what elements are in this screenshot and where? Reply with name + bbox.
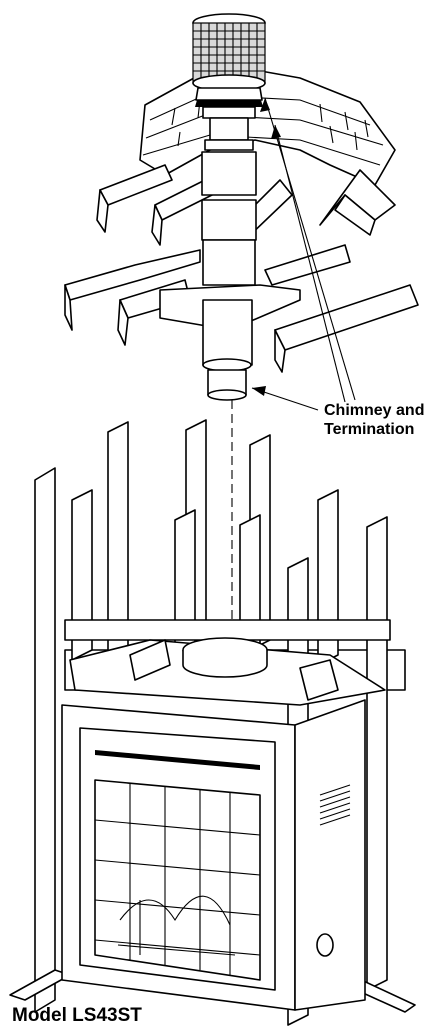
callout-label-line1: Chimney and — [324, 402, 425, 419]
callout-arrows — [251, 97, 356, 411]
callout-label-line2: Termination — [324, 421, 415, 438]
model-label: Model LS43ST — [12, 1005, 142, 1026]
fireplace-unit — [61, 637, 386, 1011]
chimney-pipe — [192, 13, 266, 401]
